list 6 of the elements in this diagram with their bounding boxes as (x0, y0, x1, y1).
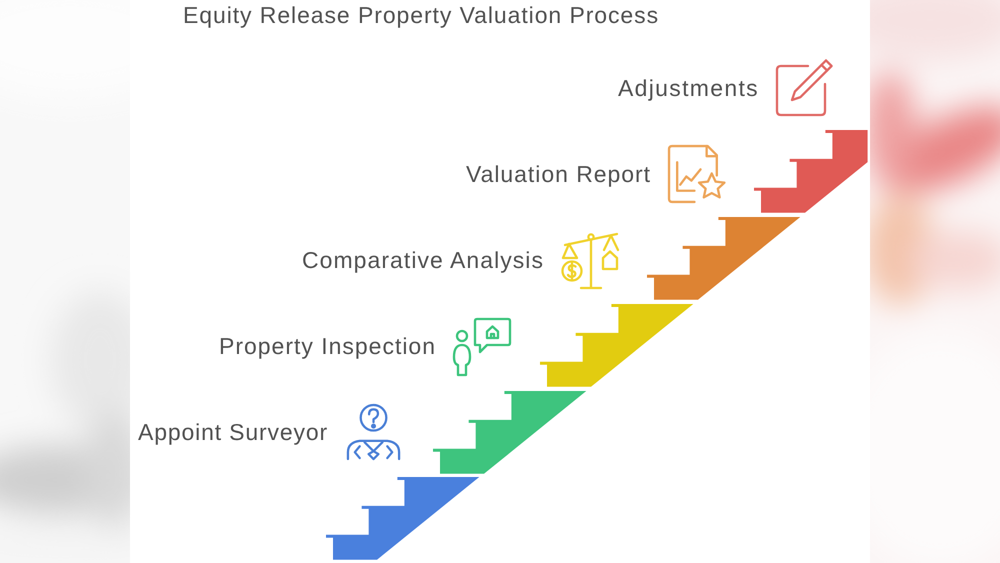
step-label: Adjustments (618, 75, 759, 101)
step-label: Comparative Analysis (302, 247, 544, 273)
step-label: Valuation Report (466, 161, 651, 187)
step-label: Appoint Surveyor (138, 419, 328, 445)
step-label: Property Inspection (219, 333, 436, 359)
diagram-title: Equity Release Property Valuation Process (183, 2, 659, 28)
